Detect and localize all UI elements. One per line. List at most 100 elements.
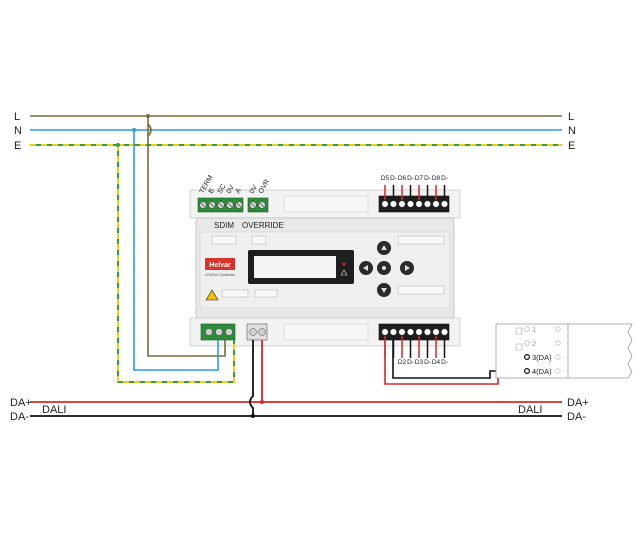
bottom-dali-screw-1 (381, 328, 389, 336)
dali-power-terminal-block (246, 323, 268, 341)
nav-left-icon (363, 265, 368, 271)
ballast-outline (495, 323, 633, 379)
ballast-terminal-label-3: 3(DA) (532, 353, 552, 362)
sdim-screw-slot-2 (209, 202, 215, 208)
helvar-logo: Helvar (209, 262, 231, 269)
alert-icon (340, 269, 348, 276)
live-junction (146, 114, 150, 118)
ballast-terminal-label-2: 2 (532, 339, 536, 348)
top-dali-screw-1 (381, 200, 389, 208)
dali-label-left: DALI (42, 404, 66, 416)
rail-label-E-right: E (568, 140, 575, 152)
top-dali-label-4: D- (407, 175, 414, 182)
sdim-terminal-label-2: B (208, 187, 217, 195)
rail-label-L-left: L (14, 111, 20, 123)
top-dali-label-8: D- (441, 175, 448, 182)
status-led (342, 262, 346, 266)
rail-label-N-right: N (568, 125, 576, 137)
rail-label-N-left: N (14, 125, 22, 137)
top-dali-label-6: D- (424, 175, 431, 182)
ballast-terminal-label-1: 1 (532, 325, 536, 334)
bottom-dali-screw-2 (389, 328, 398, 336)
front-sdim-mini (211, 235, 237, 245)
dali-plus-junction (260, 400, 264, 404)
dali-plus-label-left: DA+ (10, 397, 32, 409)
bottom-dali-screw-5 (415, 328, 423, 336)
ballast-terminal-3 (523, 354, 530, 361)
rail-label-L-right: L (568, 111, 574, 123)
front-d1-mini (397, 285, 445, 295)
ballast-terminal-release-2 (555, 340, 561, 346)
top-dali-screw-4 (406, 200, 415, 208)
ballast-terminal-4 (523, 368, 530, 375)
top-dali-screw-7 (432, 200, 440, 208)
ballast-tab-top (515, 327, 523, 335)
ballast-terminal-release-4 (555, 368, 561, 374)
sdim-terminal-label-5: A (235, 187, 244, 195)
live-wire (147, 116, 226, 357)
mains-rails: L N E L N E (14, 111, 576, 152)
helvar-logo-box (205, 258, 235, 270)
neutral-junction (132, 128, 136, 132)
dali-label-right: DALI (518, 404, 542, 416)
sdim-screw-slot-3 (218, 202, 224, 208)
nav-up-icon (381, 245, 387, 250)
sdim-terminal-label-4: 0V (226, 184, 237, 195)
bottom-dali-label-4: D- (424, 359, 431, 366)
bottom-left-label-box (254, 289, 278, 298)
top-dali-label-5: D7 (415, 175, 424, 182)
rail-label-E-left: E (14, 140, 21, 152)
model-label: 470DALI Controller (205, 273, 236, 277)
dali-minus-feed (249, 340, 254, 416)
earth-wire-stripe (117, 145, 235, 383)
sdim-terminal-block (197, 197, 244, 213)
dali-minus-label-left: DA- (10, 411, 29, 423)
dali-minus-junction (251, 414, 255, 418)
front-d5-mini (397, 235, 445, 245)
override-label: OVERRIDE (242, 221, 284, 230)
dali-minus-label-right: DA- (567, 411, 586, 423)
front-ovr-mini (251, 235, 267, 245)
lcd-screen (254, 256, 336, 278)
ballast-terminal-release-1 (555, 326, 561, 332)
controller: Helvar 470DALI Controller (189, 174, 461, 366)
nav-down-icon (381, 288, 387, 293)
ovr-screw-slot-2 (259, 202, 265, 208)
nav-ok-icon (382, 266, 386, 270)
ballast-tab-bottom (515, 343, 523, 351)
ballast-terminal-1 (524, 326, 530, 332)
override-terminal-label-1: 0V (249, 184, 260, 195)
warning-label-box (221, 289, 249, 298)
bottom-dali-label-5: D4 (432, 359, 441, 366)
top-dali-label-1: D5 (381, 175, 390, 182)
bottom-ridge (283, 323, 369, 341)
sdim-screw-slot-1 (200, 202, 206, 208)
ballast-terminal-2 (524, 340, 530, 346)
top-dali-screw-6 (423, 200, 432, 208)
earth-junction (116, 143, 120, 147)
bottom-dali-screw-4 (406, 328, 415, 336)
top-dali-terminal-block (378, 185, 450, 213)
dali-rails: DA+ DA- DA+ DA- DALI DALI (10, 397, 589, 423)
top-dali-screw-5 (415, 200, 423, 208)
warning-icon (205, 289, 219, 301)
ballast: 1 2 3(DA) 4(DA) (495, 323, 633, 379)
ballast-terminal-label-4: 4(DA) (532, 367, 552, 376)
sdim-screw-slot-4 (227, 202, 233, 208)
top-dali-label-2: D- (390, 175, 397, 182)
ballast-terminal-release-3 (555, 354, 561, 360)
bottom-dali-label-6: D- (441, 359, 448, 366)
neutral-wire (133, 130, 219, 371)
top-dali-screw-2 (389, 200, 398, 208)
ovr-screw-slot-1 (250, 202, 256, 208)
mains-terminal-block (200, 323, 236, 341)
top-dali-screw-3 (398, 200, 406, 208)
bottom-dali-screw-7 (432, 328, 440, 336)
top-ridge-1 (283, 195, 369, 213)
top-dali-screw-8 (440, 200, 449, 208)
sdim-screw-slot-5 (236, 202, 242, 208)
